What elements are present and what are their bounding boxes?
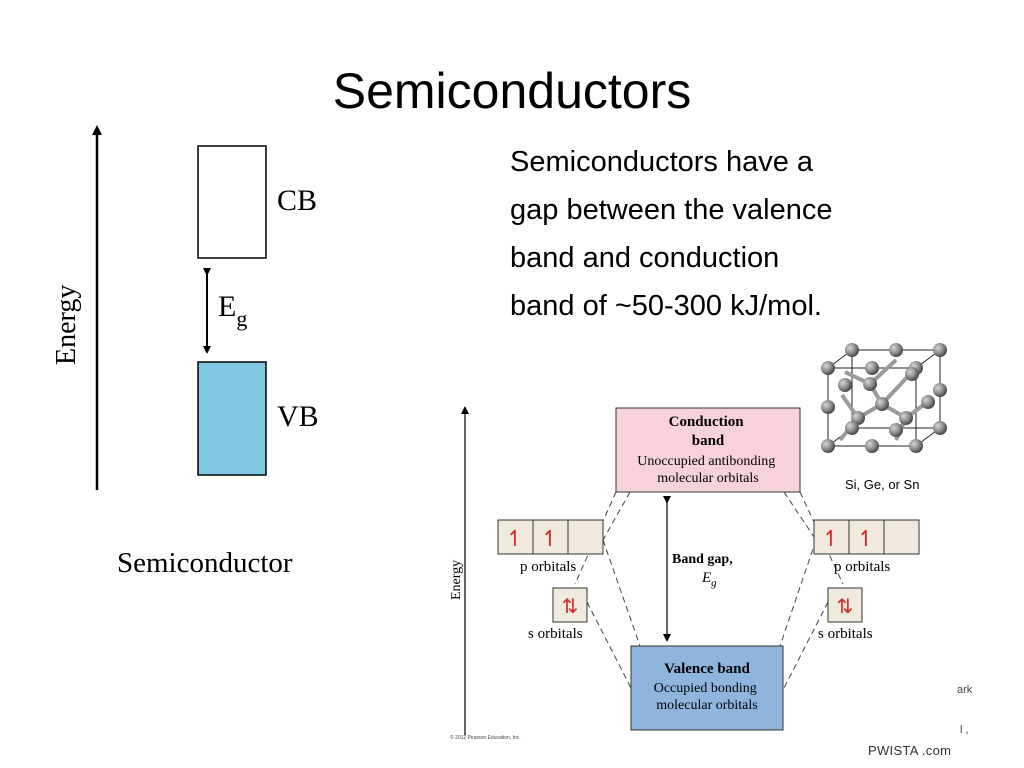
right-p-orbitals: ↿ ↿: [813, 519, 920, 555]
slide-body-text: Semiconductors have a gap between the va…: [510, 138, 930, 330]
vb-label: VB: [277, 400, 319, 433]
band-gap-symbol-group: Eg: [701, 570, 717, 589]
electron-spin-arrow: ↿: [506, 526, 524, 551]
left-energy-axis-label: Energy: [51, 285, 82, 365]
valence-band-block: [630, 645, 784, 731]
conduction-band-desc: Unoccupied antibonding molecular orbital…: [637, 454, 779, 486]
left-s-orbital-box: [552, 587, 588, 623]
gap-symbol: E: [218, 290, 236, 323]
right-s-orbitals-label: s orbitals: [818, 626, 873, 642]
conduction-band-block: [615, 407, 801, 493]
electron-spin-arrow: ↿: [541, 526, 559, 551]
body-line: band of ~50-300 kJ/mol.: [510, 290, 822, 322]
crystal-lattice-image: Si, Ge, or Sn: [821, 343, 947, 492]
left-diagram-caption: Semiconductor: [117, 547, 293, 579]
electron-spin-arrow: ↿: [822, 526, 840, 551]
gap-label: Eg: [218, 290, 247, 331]
slide-title: Semiconductors: [332, 63, 692, 119]
body-line: Semiconductors have a: [510, 146, 814, 178]
valence-band-title: Valence band: [664, 661, 750, 677]
left-band-diagram: Energy CB Eg VB Semiconductor: [51, 125, 319, 579]
valence-band-desc: Occupied bonding molecular orbitals: [654, 681, 761, 713]
text-fragment: ark: [957, 684, 973, 696]
cb-label: CB: [277, 184, 317, 217]
copyright-text: © 2012 Pearson Education, Inc.: [450, 734, 521, 741]
paired-spin-arrows: ⇅: [837, 596, 854, 618]
body-line: gap between the valence: [510, 194, 833, 226]
conduction-band-title: Conduction band: [669, 414, 748, 449]
valence-band-box: [197, 361, 267, 476]
left-p-orbitals-label: p orbitals: [520, 559, 576, 575]
left-p-orbitals: ↿ ↿: [497, 519, 604, 555]
gap-subscript: g: [236, 306, 247, 331]
body-line: band and conduction: [510, 242, 780, 274]
band-gap-label: Band gap,: [672, 552, 733, 567]
electron-spin-arrow: ↿: [857, 526, 875, 551]
left-s-orbitals-label: s orbitals: [528, 626, 583, 642]
lattice-atoms: [821, 343, 947, 453]
crystal-caption: Si, Ge, or Sn: [845, 477, 919, 492]
right-band-diagram: Energy Conduction band Unoccupied antibo…: [449, 406, 920, 741]
conduction-band-box: [197, 145, 267, 259]
right-s-orbital-box: [827, 587, 863, 623]
text-fragment: l ,: [960, 724, 969, 736]
footer-watermark: PWISTA .com: [868, 743, 952, 758]
right-p-orbitals-label: p orbitals: [834, 559, 890, 575]
paired-spin-arrows: ⇅: [562, 596, 579, 618]
right-energy-axis-label: Energy: [449, 560, 464, 600]
